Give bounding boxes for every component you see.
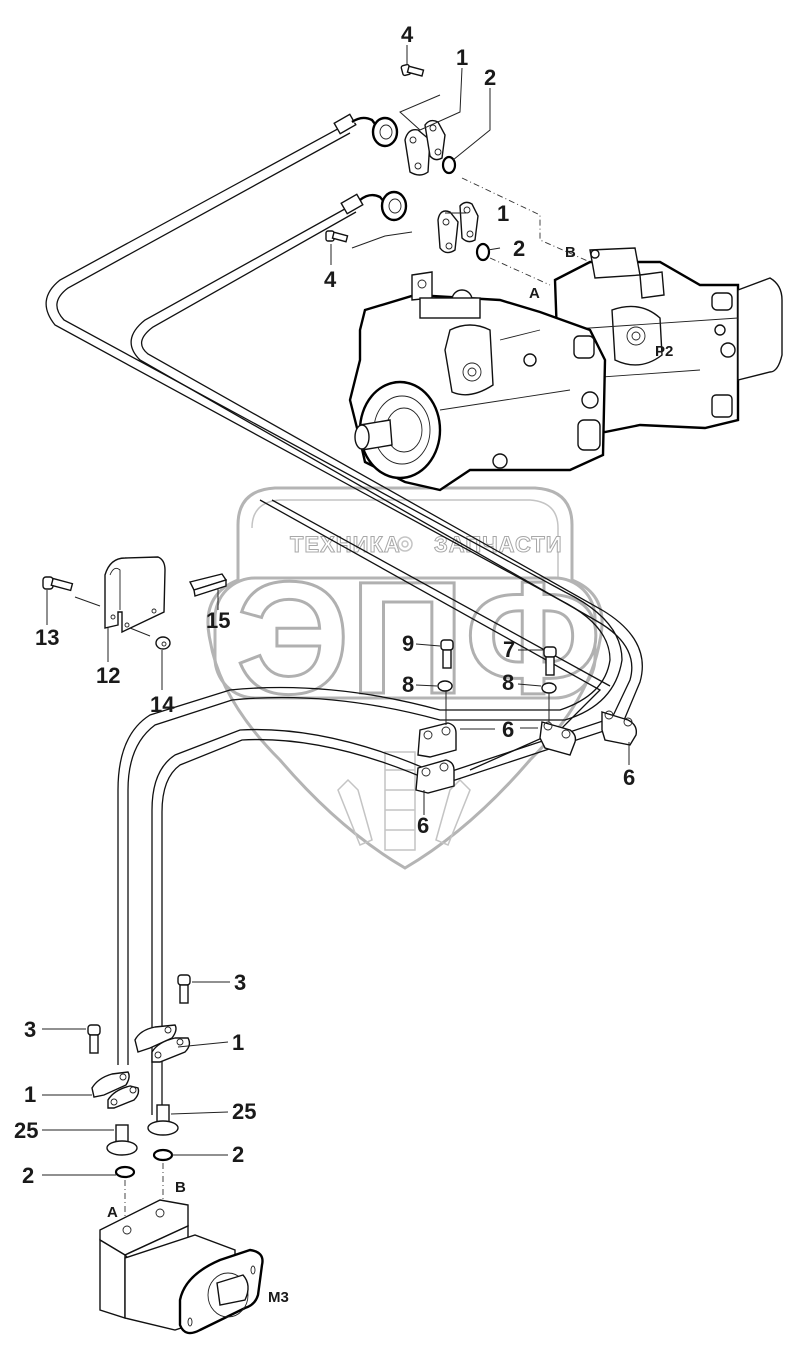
callout-25-right: 25 [232,1099,256,1124]
watermark-shield-inner [251,499,559,578]
callout-9: 9 [402,631,414,656]
pump-assembly-p2 [348,247,783,492]
fitting-25-left [106,1124,138,1156]
callout-15: 15 [206,608,230,633]
bolt-4-top [400,63,425,77]
callout-2-left: 2 [22,1163,34,1188]
fitting-25-right [147,1104,179,1136]
motor-assembly-m3 [99,1199,264,1335]
port-labels: B A P2 A B M3 [107,244,673,1306]
bolt-9 [440,639,454,669]
pipe-outer [45,124,611,1065]
watermark-gear-icon [397,536,413,552]
o-ring-right [152,1148,174,1162]
bolt-3-left [87,1024,101,1054]
watermark-wheat-icon [337,751,471,851]
bolt-13 [42,576,74,592]
nut-14 [155,636,171,650]
callout-12: 12 [96,663,120,688]
o-ring-mid [475,242,491,262]
callout-14: 14 [150,692,175,717]
pump-port-a-label: A [529,285,540,302]
washer-8-right [541,682,557,694]
callout-8-right: 8 [502,670,514,695]
leader-lines [42,45,630,1176]
motor-port-a-label: A [107,1204,118,1221]
callout-13: 13 [35,625,59,650]
bolt-7 [543,646,557,676]
callout-1-left: 1 [24,1082,36,1107]
o-ring-left [114,1165,136,1179]
bolt-3-right [177,974,191,1004]
watermark-logo-text: ЭПФ [236,548,601,727]
callout-1-mid: 1 [497,201,509,226]
watermark-text-left: ТЕХНИКА [290,532,401,557]
pipe-end-fitting-top [333,113,399,148]
pipe-end-fitting-mid [340,190,408,222]
callout-1-top: 1 [456,45,468,70]
callout-7: 7 [503,637,515,662]
key-15 [188,573,228,597]
callout-4-mid: 4 [324,267,337,292]
pump-port-b-label: B [565,244,576,261]
o-ring-top [441,155,457,175]
bracket-12 [104,556,166,634]
clamp-6-lower-left [415,759,455,794]
callout-1-right: 1 [232,1030,244,1055]
assembly-line-b [461,177,591,263]
callout-6-right: 6 [623,765,635,790]
pipe-parallel-run [259,499,602,771]
callout-3-left: 3 [24,1017,36,1042]
bolt-4-mid [325,230,349,243]
callout-2-top: 2 [484,65,496,90]
watermark-text-right: ЗАПЧАСТИ [434,532,563,557]
washer-8-left [437,680,453,692]
flange-clamp-top [404,119,446,176]
clamp-6-mid [539,721,577,756]
pump-label-p2: P2 [655,343,673,360]
callouts: 4 1 2 1 2 4 13 12 14 15 9 8 7 8 6 6 6 3 … [14,22,635,1188]
clamp-6-upper-left [417,722,457,758]
callout-6-mid: 6 [502,717,514,742]
motor-port-b-label: B [175,1179,186,1196]
flange-clamp-left [91,1071,140,1109]
flange-clamp-mid [437,201,479,254]
watermark-logo-band [213,576,597,700]
callout-4-top: 4 [401,22,414,47]
callout-8-left: 8 [402,672,414,697]
callout-3-right: 3 [234,970,246,995]
motor-label-m3: M3 [268,1289,289,1306]
callout-25-left: 25 [14,1118,38,1143]
flange-clamp-right [134,1024,191,1063]
clamp-6-right [601,710,638,746]
pipe-outer-2 [56,132,623,1065]
callout-2-mid: 2 [513,236,525,261]
assembly-line-a [489,257,551,286]
callout-6-low: 6 [417,813,429,838]
callout-2-right: 2 [232,1142,244,1167]
